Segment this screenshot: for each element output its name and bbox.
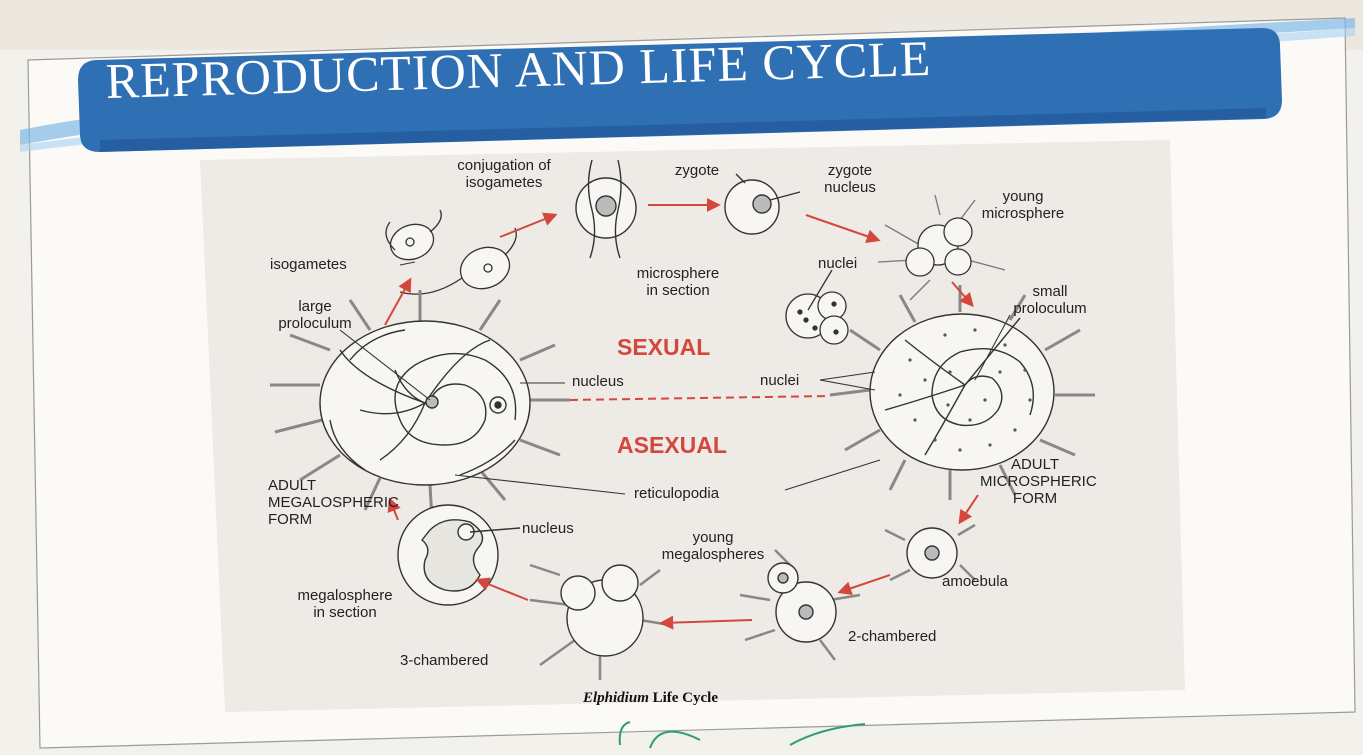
caption-text: Life Cycle [649,690,718,706]
microsphere-section-cell [786,270,848,344]
label-amoebula: amoebula [942,573,1008,590]
isogametes-cells [386,210,517,295]
label-reticulopodia: reticulopodia [634,485,719,502]
label-nuclei-top: nuclei [818,255,857,272]
label-3-chambered: 3-chambered [400,652,488,669]
two-chambered-cell [740,550,860,660]
label-asexual: ASEXUAL [617,432,727,459]
amoebula-cell [885,525,975,580]
label-nuclei-mid: nuclei [760,372,799,389]
caption-species: Elphidium [583,690,649,706]
label-2-chambered: 2-chambered [848,628,936,645]
label-sexual: SEXUAL [617,334,710,361]
three-chambered-cell [530,565,670,680]
label-isogametes: isogametes [270,256,347,273]
label-nucleus-mid: nucleus [572,373,624,390]
label-zygote: zygote [662,162,732,179]
conjugation-cell [576,160,636,258]
zygote-cell [725,174,800,234]
label-nucleus-low: nucleus [522,520,574,537]
diagram-caption: Elphidium Life Cycle [583,690,718,707]
sexual-asexual-divider [570,396,830,400]
